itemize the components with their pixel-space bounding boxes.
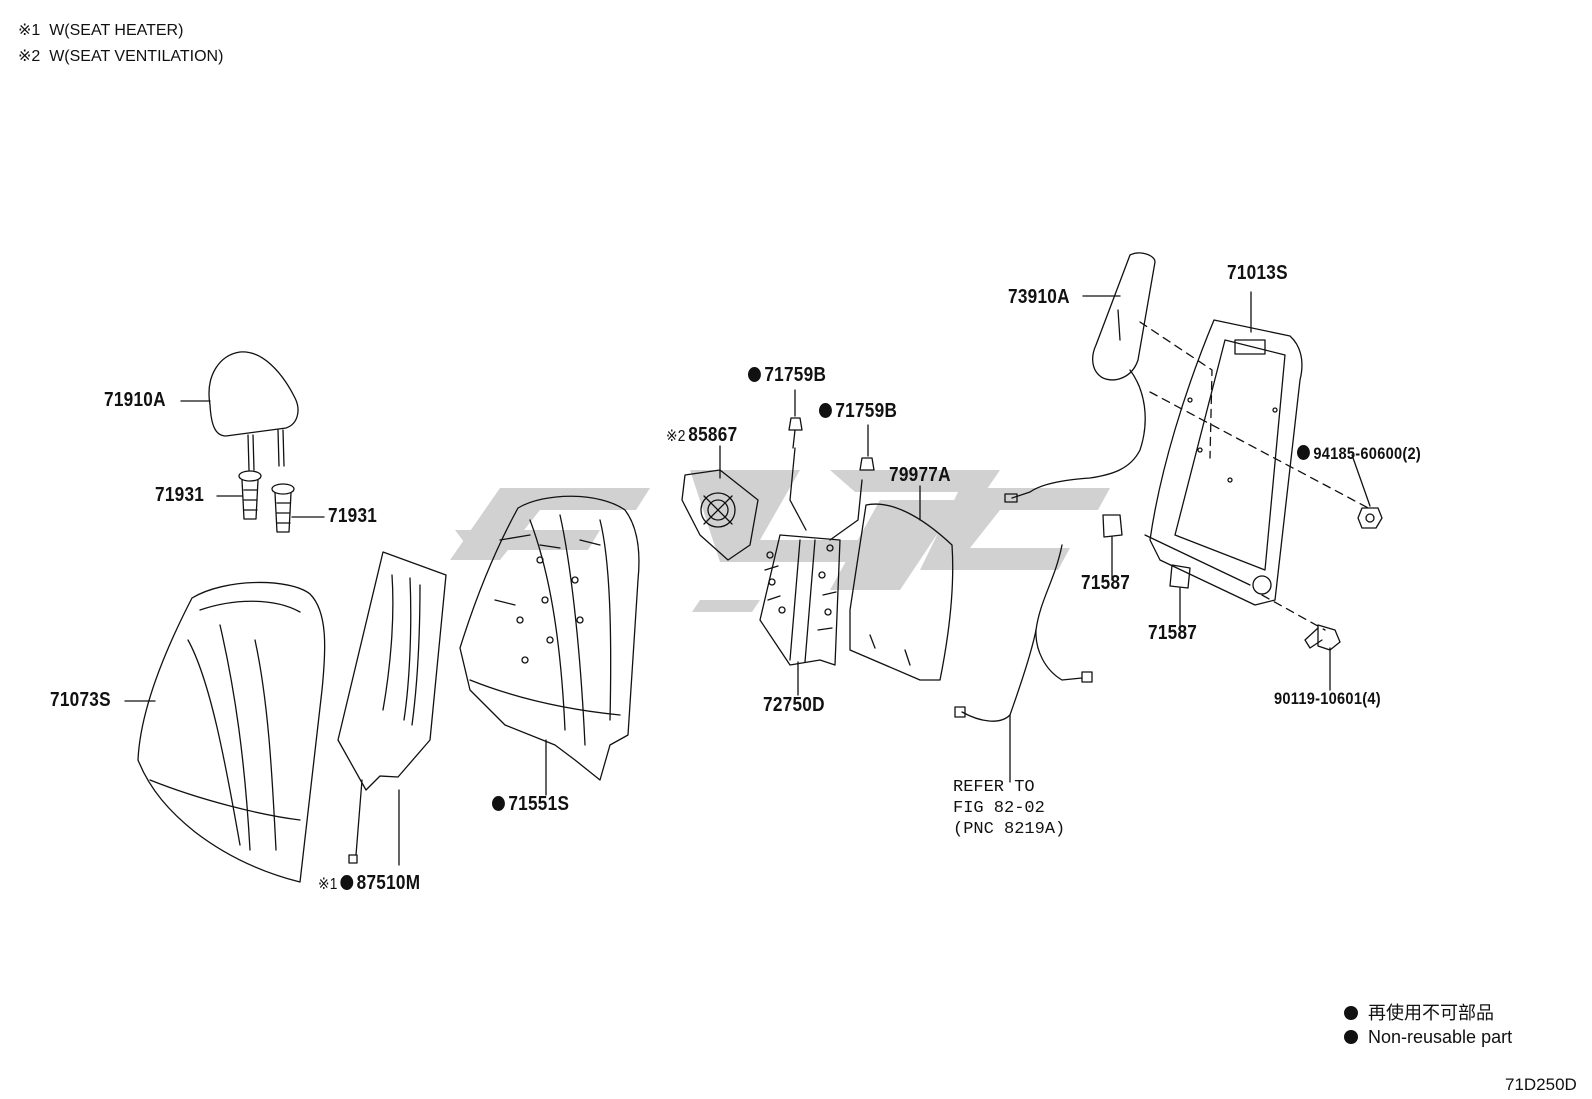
ventilation-fan-85867 — [681, 469, 759, 561]
label-85867-text: 85867 — [688, 424, 738, 446]
legend-dot — [1344, 1030, 1358, 1044]
dashed-armrest-to-frame — [1139, 321, 1213, 459]
note-seat-ventilation: ※2 W(SEAT VENTILATION) — [18, 46, 223, 66]
refer-line-1: REFER TO — [953, 778, 1035, 797]
note-seat-heater: ※1 W(SEAT HEATER) — [18, 20, 183, 40]
legend-jp: 再使用不可部品 — [1344, 999, 1494, 1025]
label-71551S: 71551S — [492, 793, 569, 816]
note-mark-1: ※1 — [18, 22, 41, 39]
non-reusable-dot — [492, 796, 505, 811]
non-reusable-dot — [340, 875, 354, 890]
seatback-cover-71073S — [137, 581, 326, 883]
connector-71587-right — [1169, 564, 1191, 629]
label-71587-right: 71587 — [1148, 622, 1198, 644]
backboard-79977A — [849, 503, 954, 681]
label-90119: 90119-10601(4) — [1274, 689, 1381, 708]
label-71759B-mid-text: 71759B — [835, 400, 898, 422]
label-87510M: ※1 87510M — [318, 872, 420, 895]
dashed-nut-line — [1149, 391, 1373, 511]
label-71551S-text: 71551S — [508, 793, 570, 815]
connector-71587-left — [1102, 514, 1123, 581]
nut-94185 — [1357, 507, 1383, 529]
seat-heater-87510M — [337, 551, 447, 864]
non-reusable-dot — [748, 367, 761, 382]
label-72750D: 72750D — [763, 694, 825, 716]
label-71931-left: 71931 — [155, 484, 205, 506]
label-71759B-top: 71759B — [748, 364, 826, 387]
bolt-90119 — [1304, 624, 1341, 651]
mark-heater: ※1 — [318, 876, 338, 893]
label-71759B-mid: 71759B — [819, 400, 897, 423]
label-71931-right: 71931 — [328, 505, 378, 527]
headrest-support-left — [238, 470, 262, 520]
seatback-frame-71013S — [1144, 319, 1303, 606]
label-71013S: 71013S — [1227, 262, 1288, 284]
note-text-1: W(SEAT HEATER) — [49, 22, 184, 39]
lumbar-support-72750D — [759, 447, 863, 666]
seatback-pad-71551S — [459, 495, 640, 781]
note-text-2: W(SEAT VENTILATION) — [49, 48, 224, 65]
label-71587-left: 71587 — [1081, 572, 1131, 594]
label-94185: 94185-60600(2) — [1297, 444, 1421, 464]
figure-code: 71D250D — [1505, 1075, 1577, 1094]
note-mark-2: ※2 — [18, 48, 41, 65]
legend-en-text: Non-reusable part — [1368, 1027, 1513, 1047]
refer-note: REFER TO FIG 82-02 (PNC 8219A) — [953, 777, 1065, 840]
label-87510M-text: 87510M — [356, 872, 421, 894]
dashed-bolt-line — [1261, 594, 1326, 631]
label-71073S: 71073S — [50, 689, 111, 711]
label-94185-text: 94185-60600(2) — [1313, 444, 1422, 463]
mark-ventilation: ※2 — [666, 428, 686, 445]
label-79977A: 79977A — [889, 464, 951, 486]
label-71759B-top-text: 71759B — [764, 364, 827, 386]
clip-71759B-top — [788, 417, 803, 449]
headrest-71910A — [208, 351, 299, 471]
legend-jp-text: 再使用不可部品 — [1368, 1003, 1494, 1023]
refer-line-3: (PNC 8219A) — [953, 820, 1066, 839]
refer-line-2: FIG 82-02 — [953, 799, 1045, 818]
label-73910A: 73910A — [1008, 286, 1070, 308]
armrest-73910A — [1092, 252, 1156, 381]
legend-en: Non-reusable part — [1344, 1027, 1512, 1048]
wire-harness — [954, 369, 1146, 783]
non-reusable-dot — [819, 403, 832, 418]
clip-71759B-mid — [859, 457, 875, 471]
headrest-support-right — [271, 483, 295, 533]
non-reusable-dot — [1297, 445, 1310, 460]
leader-94185 — [1351, 454, 1371, 507]
legend-dot — [1344, 1006, 1358, 1020]
label-71910A: 71910A — [104, 389, 166, 411]
watermark-logo — [450, 470, 1110, 612]
